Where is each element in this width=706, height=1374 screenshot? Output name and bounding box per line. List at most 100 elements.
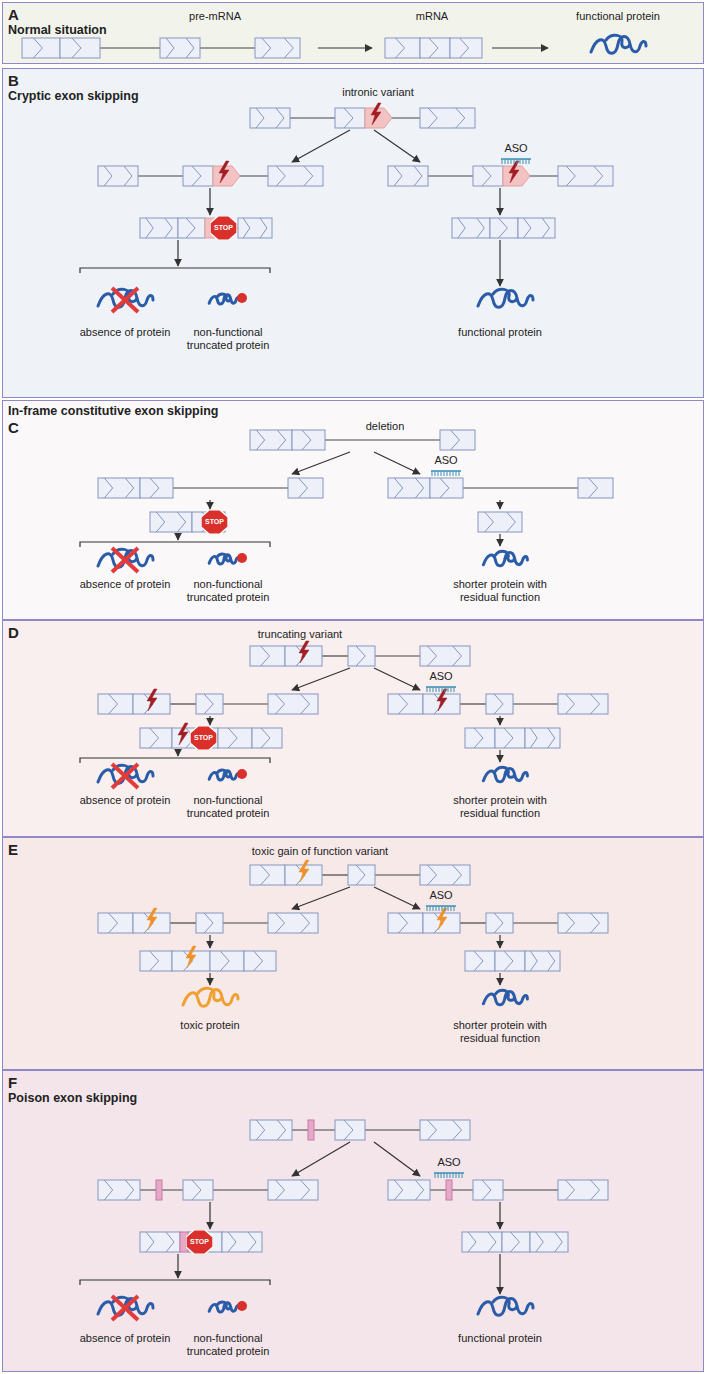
label: pre-mRNA (175, 10, 255, 23)
variant-bolt (299, 860, 309, 882)
arrow (499, 1202, 500, 1229)
label: toxic gain of function variant (230, 845, 410, 858)
exon-chevron (125, 1180, 133, 1200)
arrow (374, 887, 420, 909)
exon-chevron (276, 166, 285, 186)
line (112, 288, 138, 312)
exon-chevron (440, 478, 449, 498)
exon (440, 430, 475, 450)
exon-chevron (344, 108, 353, 128)
exon (250, 1120, 292, 1140)
line (112, 1296, 138, 1320)
arrow (499, 240, 500, 286)
exon-chevron (124, 166, 132, 186)
exon (495, 728, 525, 748)
arrow (499, 500, 500, 509)
exon-chevron (192, 166, 201, 186)
protein (209, 770, 239, 780)
exon (518, 218, 555, 238)
line (223, 922, 268, 923)
exon-chevron (146, 218, 154, 238)
exon (98, 478, 140, 498)
line (200, 47, 255, 48)
stop-octagon-shape (201, 510, 228, 534)
exon-chevron (555, 1232, 563, 1252)
exon (292, 430, 325, 450)
exon-chevron (548, 728, 555, 748)
label: absence of protein (75, 326, 175, 339)
label: ASO (496, 142, 536, 155)
exon (98, 913, 133, 933)
exon-chevron (460, 38, 469, 58)
exon-chevron (261, 865, 270, 885)
exon (196, 694, 223, 714)
poison-exon (446, 1180, 452, 1200)
exon-chevron (186, 218, 195, 238)
arrow (177, 750, 178, 756)
line (438, 1173, 439, 1178)
line (513, 922, 558, 923)
line (505, 159, 506, 164)
exon-chevron (396, 38, 405, 58)
protein (183, 988, 238, 1006)
exon (268, 1180, 318, 1200)
exon (490, 218, 518, 238)
exon (420, 865, 470, 885)
poison-exon (180, 1232, 188, 1252)
exon-chevron (301, 694, 310, 714)
exon-chevron (301, 913, 310, 933)
arrow (209, 935, 210, 948)
panel-title: In-frame constitutive exon skipping (8, 404, 698, 419)
line (523, 159, 524, 164)
exon-chevron (256, 1120, 264, 1140)
exon-chevron (589, 478, 598, 498)
exon-chevron (524, 218, 531, 238)
line (112, 764, 138, 788)
exon (388, 694, 423, 714)
exon-chevron (262, 38, 271, 58)
exon (348, 646, 375, 666)
exon-chevron (566, 694, 575, 714)
panel-letter: F (8, 1074, 698, 1091)
exon-chevron (591, 1180, 600, 1200)
bracket (80, 268, 270, 273)
exon (140, 728, 172, 748)
exon-chevron (299, 478, 308, 498)
exon (140, 218, 178, 238)
exon (98, 694, 133, 714)
exon (495, 951, 525, 971)
stop-octagon-shape (210, 216, 237, 240)
exon-chevron (415, 478, 423, 498)
exon-chevron (566, 1180, 575, 1200)
exon (172, 728, 218, 748)
line (463, 487, 578, 488)
exon-chevron (428, 1120, 437, 1140)
line (453, 1173, 454, 1178)
label: shorter protein with residual function (440, 578, 560, 604)
exon-chevron (415, 1180, 423, 1200)
arrow (292, 130, 350, 162)
exon (558, 694, 608, 714)
exon (192, 512, 225, 532)
exon-chevron (256, 430, 264, 450)
bracket (80, 758, 270, 763)
exon-chevron (482, 1180, 491, 1200)
line (427, 906, 428, 911)
exon-chevron (277, 430, 285, 450)
line (514, 159, 515, 164)
label: shorter protein with residual function (440, 794, 560, 820)
exon (478, 512, 522, 532)
exon-chevron (594, 166, 603, 186)
label: truncating variant (240, 628, 360, 641)
exon-chevron (125, 478, 133, 498)
exon-chevron (198, 1232, 207, 1252)
label: absence of protein (75, 1332, 175, 1345)
exon (250, 108, 290, 128)
line (529, 159, 530, 164)
exon (250, 646, 285, 666)
panel-letter: C (8, 419, 698, 436)
exon-chevron (474, 728, 483, 748)
variant-bolt (147, 689, 157, 711)
cryptic-exon (205, 218, 238, 238)
exon-chevron (504, 951, 513, 971)
